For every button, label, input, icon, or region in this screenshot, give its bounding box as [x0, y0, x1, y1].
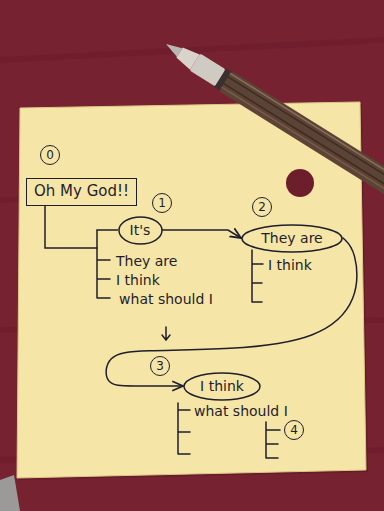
callout-number: 0: [46, 149, 54, 161]
branch-text: They are: [116, 253, 177, 269]
branch-text: what should I: [194, 403, 288, 419]
tree-bracket: [178, 403, 190, 454]
sticky-note: [17, 102, 366, 478]
callout-circle: 1: [152, 193, 172, 213]
callout-number: 1: [158, 197, 166, 209]
callout-circle: 2: [252, 197, 272, 217]
connector: [106, 238, 357, 386]
note-text: I think: [116, 271, 160, 289]
connector: [163, 230, 242, 238]
branch-text: what should I: [119, 291, 213, 307]
ellipse-outline: [184, 373, 260, 400]
note-text: what should I: [116, 290, 216, 308]
title-box: Oh My God!!: [26, 178, 137, 206]
callout-number: 2: [258, 201, 266, 213]
node-text: They are: [261, 230, 322, 247]
branch-text: I think: [268, 257, 312, 273]
ellipse-outline: [119, 217, 162, 244]
circled-word: I think: [183, 372, 261, 401]
node-text: I think: [200, 378, 244, 395]
small-arrow: [162, 327, 170, 340]
callout-circle: 3: [150, 356, 170, 376]
tree-bracket: [266, 422, 280, 458]
node-text: Oh My God!!: [34, 183, 129, 200]
callout-number: 3: [156, 360, 164, 372]
tree-bracket: [252, 250, 263, 302]
pen: [160, 34, 384, 219]
callout-number: 4: [290, 424, 298, 436]
branch-text: I think: [116, 272, 160, 288]
punch-hole: [286, 169, 314, 197]
pen-body: [219, 71, 384, 219]
circled-word: It's: [118, 216, 163, 245]
node-text: It's: [130, 222, 151, 239]
note-text: what should I: [194, 402, 288, 420]
note-text: I think: [268, 256, 312, 274]
ellipse-outline: [242, 225, 342, 252]
grey-object: [0, 475, 20, 511]
circled-word: They are: [241, 224, 343, 253]
wood-grain: [224, 77, 384, 211]
note-text: They are: [116, 252, 177, 270]
callout-circle: 4: [284, 420, 304, 440]
callout-circle: 0: [40, 145, 60, 165]
wood-grain: [222, 87, 384, 214]
connector: [45, 206, 118, 248]
tree-bracket: [97, 248, 110, 298]
